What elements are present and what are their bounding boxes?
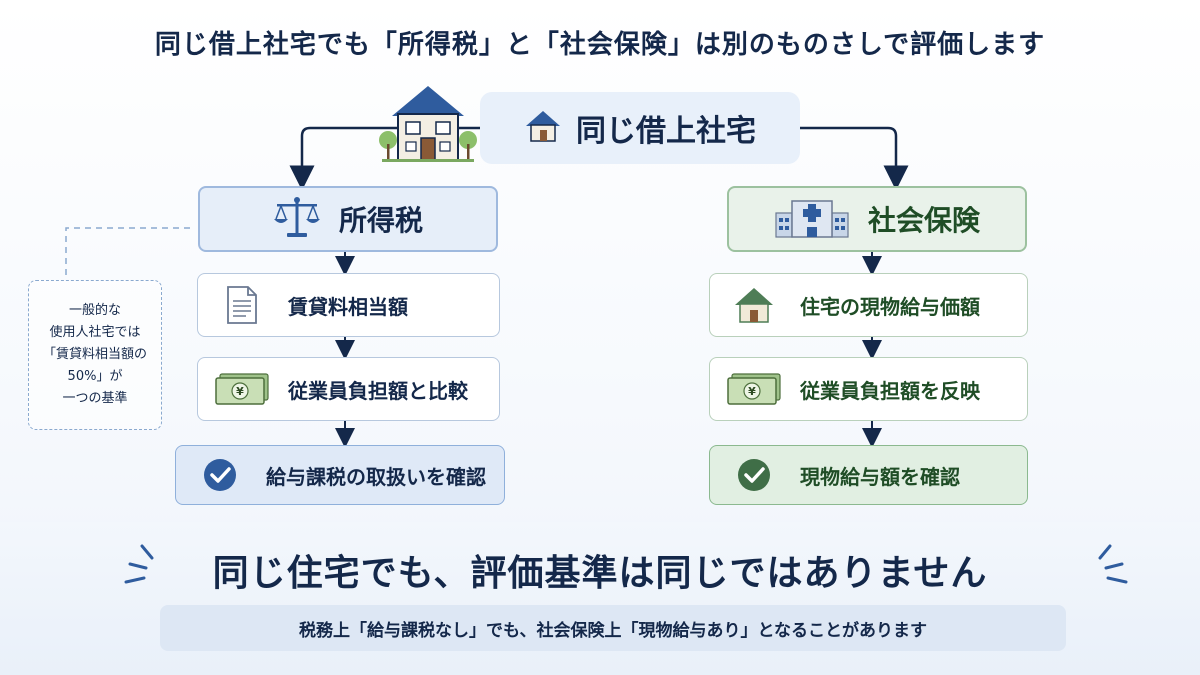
left-step-3-label: 給与課税の取扱いを確認 [266,464,486,489]
check-circle-icon [192,453,248,497]
note-line: 50%」が [67,369,123,384]
emphasis-burst-icon [124,544,154,584]
check-circle-icon [726,453,782,497]
center-topic-box: 同じ借上社宅 [480,92,800,164]
bottom-headline: 同じ住宅でも、評価基準は同じではありません [212,553,988,594]
rent-note-callout: 一般的な 使用人社宅では 「賃貸料相当額の 50%」が 一つの基準 [28,280,162,430]
left-step-2-label: 従業員負担額と比較 [288,378,468,403]
page-title: 同じ借上社宅でも「所得税」と「社会保険」は別のものさしで評価します [154,30,1046,60]
note-line: 使用人社宅では [49,325,141,340]
social-insurance-header-label: 社会保険 [867,204,980,237]
income-tax-header: 所得税 [198,186,498,252]
left-step-3: 給与課税の取扱いを確認 [175,445,505,505]
left-step-2: ¥ 従業員負担額と比較 [197,357,500,421]
scales-icon [273,195,321,243]
note-line: 一般的な [68,303,121,318]
note-line: 「賃貸料相当額の [42,347,147,362]
svg-text:¥: ¥ [236,385,244,398]
right-step-1-label: 住宅の現物給与価額 [800,294,980,319]
social-insurance-header: 社会保険 [727,186,1027,252]
yen-banknote-icon: ¥ [214,367,270,411]
bottom-note-text: 税務上「給与課税なし」でも、社会保険上「現物給与あり」となることがあります [299,620,927,641]
right-step-3: 現物給与額を確認 [709,445,1028,505]
left-step-1: 賃貸料相当額 [197,273,500,337]
document-icon [214,283,270,327]
house-illustration-icon [378,82,478,168]
hospital-icon [774,195,850,243]
bottom-note: 税務上「給与課税なし」でも、社会保険上「現物給与あり」となることがあります [160,605,1066,651]
income-tax-header-label: 所得税 [338,204,423,237]
emphasis-burst-icon [1098,544,1128,584]
left-step-1-label: 賃貸料相当額 [288,294,408,319]
right-step-1: 住宅の現物給与価額 [709,273,1028,337]
house-icon [726,283,782,327]
svg-text:¥: ¥ [748,385,756,398]
note-line: 一つの基準 [62,391,128,406]
right-step-3-label: 現物給与額を確認 [800,464,960,489]
house-icon [524,109,562,147]
right-step-2-label: 従業員負担額を反映 [800,378,980,403]
yen-banknote-icon: ¥ [726,367,782,411]
center-topic-label: 同じ借上社宅 [576,114,756,149]
right-step-2: ¥ 従業員負担額を反映 [709,357,1028,421]
